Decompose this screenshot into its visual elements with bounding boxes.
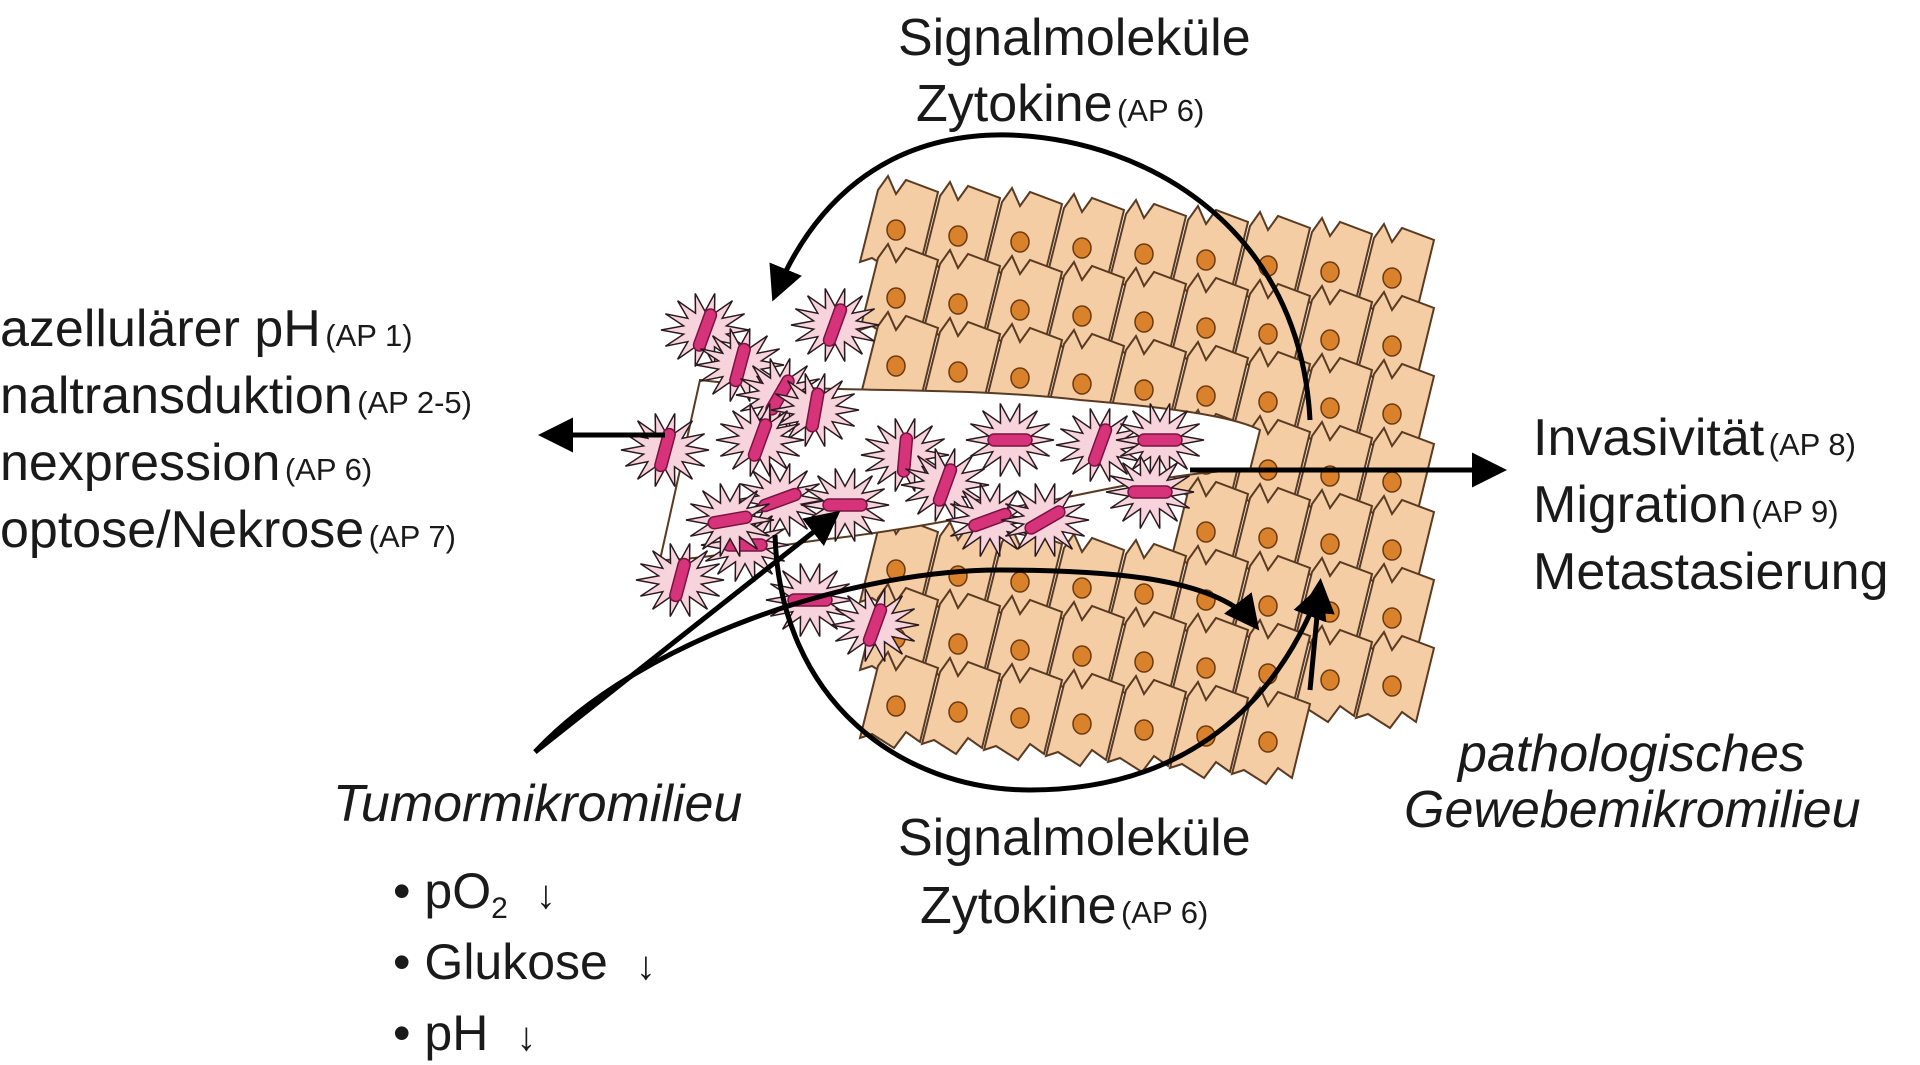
condition-text: pH [424,1005,488,1061]
right-effect-ref: (AP 9) [1751,494,1838,529]
bottom-signal-label-line2: Zytokine (AP 6) [920,880,1208,932]
right-effect-text: Metastasierung [1533,543,1889,601]
top-signal-label-line2: Zytokine (AP 6) [916,78,1204,130]
left-effect-text: naltransduktion [0,367,353,425]
down-arrow-icon: ↓ [516,1017,536,1057]
right-effect-item: Migration (AP 9) [1533,479,1839,531]
tissue-label-line2: Gewebemikromilieu [1404,784,1861,836]
left-effect-item: optose/Nekrose (AP 7) [0,504,456,556]
left-effect-text: nexpression [0,434,280,492]
right-effect-text: Invasivität [1533,409,1764,467]
bottom-cytokine-text: Zytokine [920,877,1117,935]
top-signal-label-line1: Signalmoleküle [898,12,1251,64]
condition-po2: • pO2 ↓ [393,866,556,924]
left-effect-item: nexpression (AP 6) [0,437,372,489]
left-effect-item: naltransduktion (AP 2-5) [0,370,472,422]
right-effect-item: Invasivität (AP 8) [1533,412,1856,464]
condition-glucose: • Glukose ↓ [393,937,656,987]
bullet: • [393,1005,411,1061]
left-effect-ref: (AP 1) [325,318,412,353]
down-arrow-icon: ↓ [636,946,656,986]
bottom-signal-label-line1: Signalmoleküle [898,812,1251,864]
condition-text: pO [424,863,491,919]
down-arrow-icon: ↓ [536,875,556,915]
right-effect-ref: (AP 8) [1769,427,1856,462]
top-cytokine-ref: (AP 6) [1117,93,1204,128]
left-effect-ref: (AP 6) [285,452,372,487]
bottom-cytokine-ref: (AP 6) [1121,895,1208,930]
left-effect-ref: (AP 7) [369,519,456,554]
condition-ph: • pH ↓ [393,1008,536,1058]
bullet: • [393,934,411,990]
condition-subscript: 2 [491,892,508,925]
right-effect-item: Metastasierung [1533,546,1889,598]
tissue-label-line1: pathologisches [1458,728,1805,780]
tumor-cell [791,289,879,362]
left-effect-ref: (AP 2-5) [357,385,472,420]
right-effect-text: Migration [1533,476,1747,534]
condition-text: Glukose [424,934,607,990]
left-effect-text: azellulärer pH [0,300,321,358]
top-cytokine-text: Zytokine [916,75,1113,133]
left-effect-text: optose/Nekrose [0,501,364,559]
bullet: • [393,863,411,919]
left-effect-item: azellulärer pH (AP 1) [0,303,413,355]
tumor-microenvironment-label: Tumormikromilieu [333,778,742,830]
